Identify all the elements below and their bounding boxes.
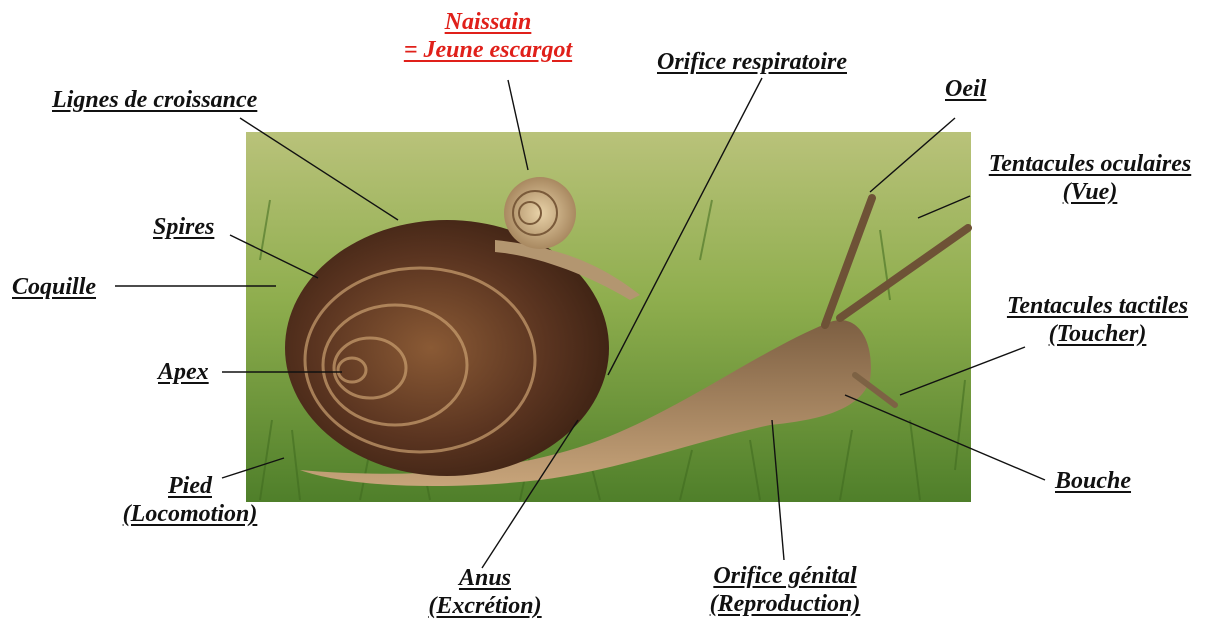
label-tentacules-tactiles-line1: Tentacules tactiles [985, 292, 1210, 320]
label-apex: Apex [158, 358, 209, 386]
label-pied-line1: Pied [105, 472, 275, 500]
label-tentacules-oculaires-line2: (Vue) [970, 178, 1210, 206]
label-bouche: Bouche [1055, 467, 1131, 495]
label-lignes-de-croissance: Lignes de croissance [52, 86, 257, 114]
label-tentacules-tactiles-line2: (Toucher) [985, 320, 1210, 348]
baby-snail-spiral [513, 191, 557, 235]
label-tentacules-oculaires-line1: Tentacules oculaires [970, 150, 1210, 178]
label-coquille: Coquille [12, 273, 96, 301]
label-oeil: Oeil [945, 75, 986, 103]
label-pied-line2: (Locomotion) [105, 500, 275, 528]
ocular-tentacle-left [825, 198, 872, 325]
grass-background [246, 132, 971, 502]
label-anus-line1: Anus [405, 564, 565, 592]
shell [285, 220, 609, 476]
snail-body [300, 320, 871, 486]
label-orifice-genital: Orifice génital (Reproduction) [680, 562, 890, 618]
label-spires: Spires [153, 213, 214, 241]
label-naissain-line2: = Jeune escargot [383, 36, 593, 64]
label-orifice-genital-line1: Orifice génital [680, 562, 890, 590]
shell-spiral [305, 268, 535, 452]
grass-blades [260, 200, 965, 500]
baby-snail-shell [504, 177, 576, 249]
label-naissain: Naissain = Jeune escargot [383, 8, 593, 64]
label-tentacules-oculaires: Tentacules oculaires (Vue) [970, 150, 1210, 206]
label-pied: Pied (Locomotion) [105, 472, 275, 528]
label-orifice-respiratoire: Orifice respiratoire [657, 48, 847, 76]
label-anus-line2: (Excrétion) [405, 592, 565, 620]
ocular-tentacle-right [840, 228, 968, 318]
baby-snail-body [495, 240, 640, 300]
label-anus: Anus (Excrétion) [405, 564, 565, 620]
tactile-tentacle [855, 375, 895, 405]
label-orifice-genital-line2: (Reproduction) [680, 590, 890, 618]
label-tentacules-tactiles: Tentacules tactiles (Toucher) [985, 292, 1210, 348]
label-naissain-line1: Naissain [383, 8, 593, 36]
